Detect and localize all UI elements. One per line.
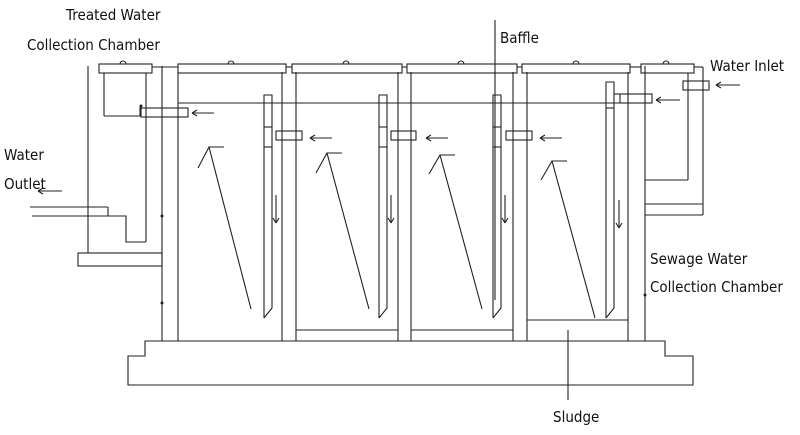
chamber-lids: [98, 60, 695, 74]
treated-water-label-line1: Treated Water: [66, 6, 161, 24]
water-outlet-label-line2: Outlet: [4, 175, 46, 193]
chamber-dividers: [281, 72, 528, 341]
treated-water-label-line2: Collection Chamber: [27, 36, 160, 54]
water-inlet-label: Water Inlet: [710, 57, 785, 75]
baffle-label: Baffle: [500, 29, 539, 47]
baffles: [263, 20, 620, 319]
sludge-label: Sludge: [553, 408, 600, 426]
water-outlet-label-line1: Water: [4, 146, 44, 164]
sewage-water-chamber: [645, 66, 710, 216]
sewage-water-label-line2: Collection Chamber: [650, 278, 783, 296]
base-slab: [127, 340, 694, 386]
sewage-water-label-line1: Sewage Water: [650, 250, 748, 268]
treated-water-chamber: [30, 66, 163, 267]
flow-arrows: [37, 81, 740, 319]
transfer-pipes: [140, 93, 653, 141]
